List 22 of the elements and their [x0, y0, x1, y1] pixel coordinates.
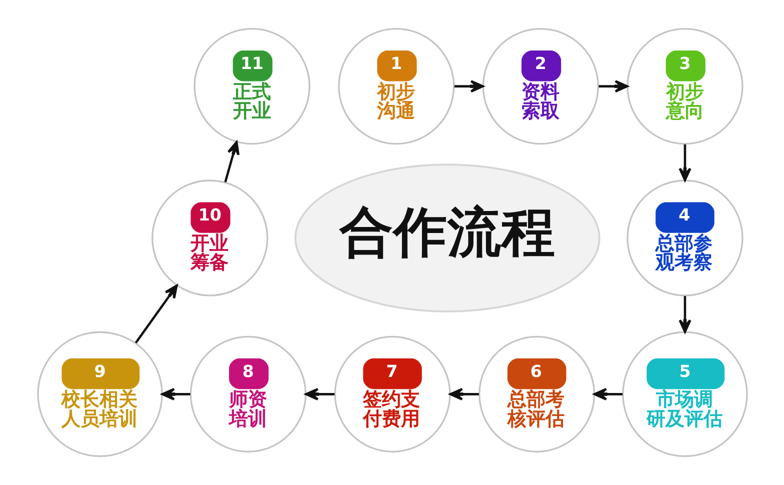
node-circle: 1 初步沟通 [338, 28, 454, 145]
arrow [454, 80, 484, 93]
arrow [224, 141, 240, 182]
arrow [160, 388, 190, 400]
arrow [678, 296, 691, 333]
node-circle: 5 市场调研及评估 [622, 331, 748, 458]
arrow [134, 284, 178, 344]
node-circle: 7 签约支付费用 [334, 336, 450, 452]
node-circle: 4 总部参观考察 [626, 180, 743, 296]
arrow [448, 388, 478, 400]
arrow [598, 80, 628, 93]
node-circle: 8 师资培训 [189, 336, 306, 452]
node-circle: 2 资料索取 [482, 28, 598, 145]
node-ellipse: 合作流程 [294, 164, 600, 312]
node-circle: 10 开业筹备 [151, 180, 268, 296]
node-circle: 6 总部考核评估 [478, 336, 595, 452]
node-circle: 9 校长相关人员培训 [36, 331, 162, 458]
arrow [593, 388, 622, 400]
node-circle: 11 正式开业 [193, 28, 310, 145]
node-circle: 3 初步意向 [626, 28, 743, 145]
arrow [304, 388, 334, 400]
arrow [678, 144, 691, 182]
